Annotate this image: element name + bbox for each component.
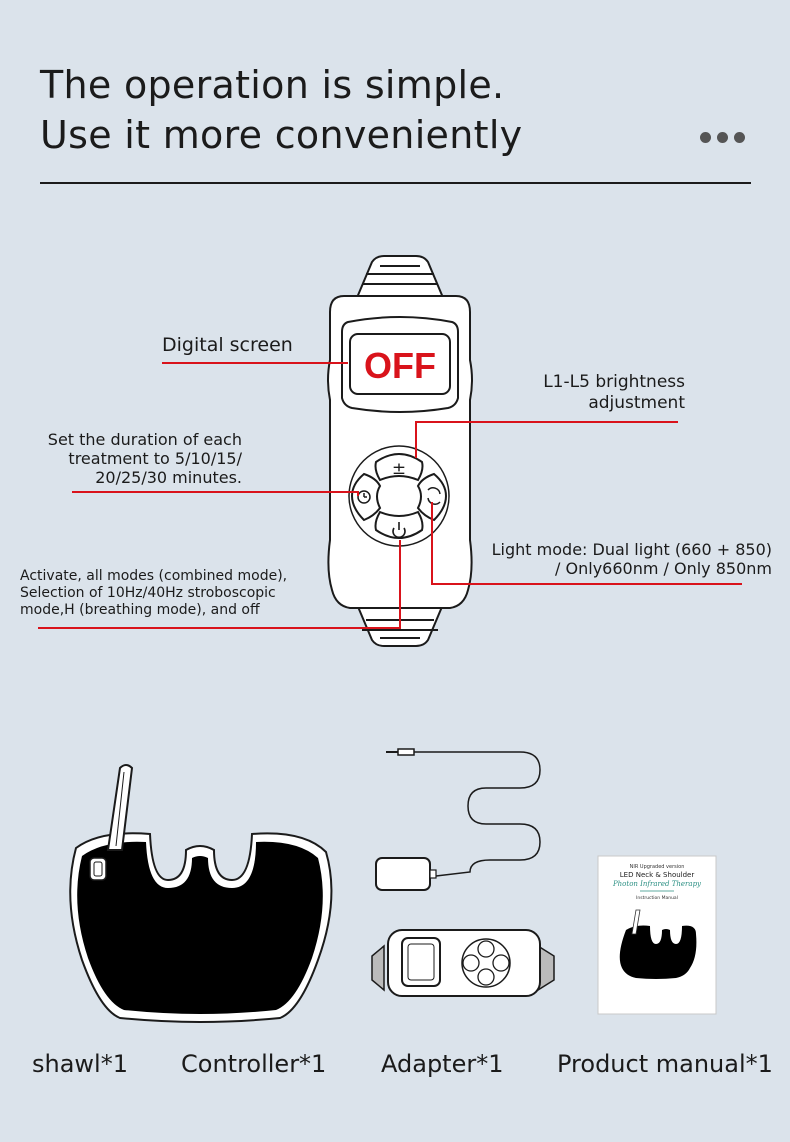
callout-line-brightness: [415, 421, 678, 458]
label-activate: Activate, all modes (combined mode), Sel…: [20, 568, 287, 619]
controller-top-tab: [354, 255, 446, 301]
label-light-mode-line2: / Only660nm / Only 850nm: [555, 559, 772, 578]
label-brightness: L1-L5 brightness adjustment: [543, 372, 685, 414]
controller-image: [371, 929, 555, 997]
item-label-manual: Product manual*1: [557, 1050, 773, 1078]
manual-line1: NIR Upgraded version: [630, 864, 685, 870]
manual-line4: Instruction Manual: [636, 895, 678, 901]
power-icon: [392, 527, 406, 539]
label-brightness-line1: L1-L5 brightness: [543, 372, 685, 392]
label-brightness-line2: adjustment: [588, 393, 685, 413]
label-activate-line2: Selection of 10Hz/40Hz stroboscopic: [20, 585, 276, 601]
brightness-button[interactable]: ±: [374, 453, 424, 482]
page-title: The operation is simple. Use it more con…: [40, 60, 522, 160]
shawl-image: [69, 764, 333, 1023]
screen-off-text: OFF: [364, 345, 436, 386]
label-duration-line3: 20/25/30 minutes.: [95, 468, 242, 487]
clock-icon: [357, 490, 371, 504]
label-activate-line1: Activate, all modes (combined mode),: [20, 568, 288, 584]
label-duration-line1: Set the duration of each: [47, 430, 242, 449]
callout-line-timer: [72, 491, 359, 496]
manual-image: NIR Upgraded version LED Neck & Shoulder…: [597, 855, 717, 1015]
digital-screen: [349, 333, 451, 395]
title-line-2: Use it more conveniently: [40, 113, 523, 157]
manual-line3: Photon Infrared Therapy: [612, 880, 702, 888]
plus-minus-icon: ±: [392, 459, 406, 479]
item-label-controller: Controller*1: [181, 1050, 327, 1078]
manual-line2: LED Neck & Shoulder: [620, 871, 695, 879]
label-duration: Set the duration of each treatment to 5/…: [48, 430, 242, 487]
item-label-shawl: shawl*1: [32, 1050, 128, 1078]
power-button[interactable]: [374, 510, 424, 539]
label-duration-line2: treatment to 5/10/15/: [68, 449, 242, 468]
callout-line-power: [38, 540, 401, 629]
title-line-1: The operation is simple.: [40, 63, 505, 107]
label-digital-screen: Digital screen: [162, 334, 293, 356]
label-activate-line3: mode,H (breathing mode), and off: [20, 602, 260, 618]
label-light-mode: Light mode: Dual light (660 + 850) / Onl…: [492, 540, 772, 578]
adapter-image: [375, 748, 541, 891]
label-light-mode-line1: Light mode: Dual light (660 + 850): [491, 540, 772, 559]
timer-button[interactable]: [350, 472, 382, 522]
header-divider: [40, 182, 751, 184]
callout-lines: [38, 362, 742, 629]
light-mode-button[interactable]: [416, 472, 448, 522]
more-dots-icon: [700, 132, 745, 143]
cycle-icon: [427, 487, 441, 495]
item-label-adapter: Adapter*1: [381, 1050, 504, 1078]
callout-line-light-mode: [431, 502, 742, 585]
